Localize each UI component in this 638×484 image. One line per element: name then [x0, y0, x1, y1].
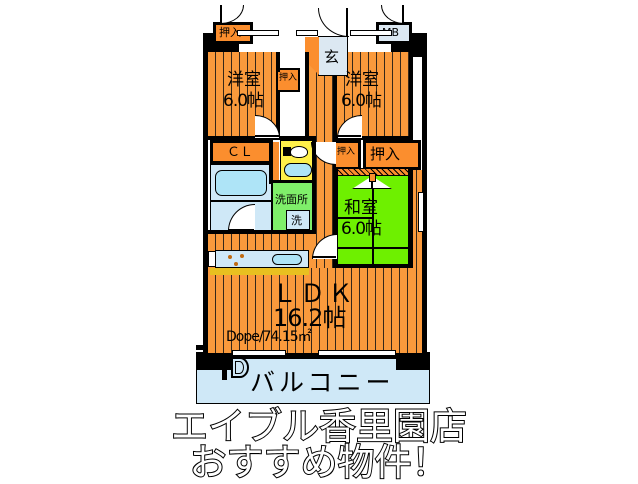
- oshiire-mid-left-fill: [336, 143, 358, 167]
- room-ldk-label: ＬＤＫ: [272, 279, 357, 308]
- window-bedroom-left: [237, 30, 279, 36]
- oshiire-hall-small-fill: [278, 70, 298, 90]
- oshiire-top-left-label: 押入: [219, 26, 241, 39]
- closet-cl-label: ＣＬ: [227, 145, 254, 160]
- interior-wall-wet-top: [208, 136, 316, 140]
- stove-burner-icon: [228, 255, 232, 259]
- bedroom-left-door-leaf: [255, 135, 279, 137]
- genkan-tile-floor: [318, 36, 348, 76]
- exterior-wall-bottom: [203, 353, 427, 358]
- fridge-slot: [208, 251, 216, 267]
- bathroom-divider-line: [210, 200, 272, 202]
- entrance-door-leaf: [346, 8, 348, 36]
- window-bedroom-right: [350, 30, 392, 36]
- room-ldk-size: 16.2帖: [273, 304, 346, 332]
- interior-wall-bedroom-left-side: [276, 52, 280, 72]
- laundry-box: [286, 210, 310, 230]
- bathtub: [215, 170, 267, 196]
- room-washitsu-size: 6.0帖: [341, 219, 382, 239]
- exterior-wall-right: [422, 33, 427, 358]
- interior-wall-washitsu-bottom: [333, 264, 413, 268]
- oshiire-mid-left-label: 押入: [337, 147, 356, 157]
- kitchen-base-cabinet: [210, 268, 309, 275]
- partition-strip-orange: [273, 142, 279, 180]
- stove-burner-icon: [240, 254, 244, 258]
- interior-wall-washitsu-left: [333, 170, 337, 268]
- interior-wall-bedroom-left-side-lower: [276, 92, 280, 140]
- interior-wall-bath-right: [269, 140, 273, 184]
- room-washitsu-name: 和室: [344, 198, 378, 218]
- interior-wall-bedroom-right-bottom: [337, 136, 409, 140]
- washroom-label: 洗面所: [275, 193, 308, 206]
- bedroom-right-door-leaf: [337, 135, 361, 137]
- window-genkan-top: [296, 30, 318, 36]
- closet-cl-fill: [213, 143, 269, 161]
- interior-wall-bedroom-right-side: [409, 52, 413, 140]
- kitchen-stove-area: [221, 252, 255, 266]
- window-washitsu-right: [418, 192, 424, 232]
- mb-fill: [379, 25, 409, 41]
- room-yoshitsu-left-name: 洋室: [227, 70, 261, 90]
- room-yoshitsu-left-floor: [208, 52, 280, 140]
- upper-void-left: [280, 52, 305, 68]
- room-yoshitsu-left-size: 6.0帖: [223, 91, 264, 111]
- oshiire-top-left-door-leaf: [220, 5, 222, 23]
- interior-wall-corridor-left: [305, 52, 309, 140]
- entrance-door-arc: [318, 8, 349, 37]
- promo-line-1: エイブル香里園店: [170, 405, 468, 448]
- laundry-label: 洗: [291, 214, 302, 227]
- toilet-fixture: [290, 146, 308, 158]
- oshiire-top-left-fill: [216, 25, 250, 41]
- tatami-seam-vertical: [372, 170, 374, 268]
- oshiire-right-label: 押入: [370, 145, 401, 163]
- room-yoshitsu-right-name: 洋室: [345, 70, 379, 90]
- exterior-notch-left: [196, 345, 208, 350]
- window-ldk-right: [318, 350, 396, 356]
- toilet-tank: [283, 147, 291, 156]
- tatami-seam-horizontal-lower: [337, 247, 409, 249]
- interior-wall-washitsu-right: [409, 170, 413, 268]
- upper-void-left-lower: [280, 92, 305, 140]
- balcony-label: バルコニー: [250, 368, 395, 397]
- oshiire-right-fill: [366, 143, 418, 167]
- room-ldk-floor: [208, 267, 422, 353]
- balcony-wall-left-stub: [222, 352, 227, 380]
- balcony-drain-inner-icon: [235, 361, 244, 374]
- interior-wall-wet-right: [312, 140, 316, 234]
- exterior-wall-left: [203, 33, 208, 358]
- room-yoshitsu-right-size: 6.0帖: [341, 91, 382, 111]
- interior-wall-wet-bottom: [208, 230, 316, 234]
- fusuma-center-knob: [369, 173, 376, 182]
- window-ldk-left: [232, 350, 286, 356]
- kitchen-sink: [272, 254, 302, 265]
- mb-door-leaf: [402, 5, 404, 23]
- ldk-door-leaf: [312, 256, 336, 258]
- tatami-seam-horizontal-upper: [337, 217, 373, 219]
- genkan-label: 玄: [324, 48, 340, 66]
- stove-burner-icon: [234, 262, 238, 266]
- interior-wall-washroom-top: [269, 180, 316, 183]
- room-ldk-area-note: Dope/74.15㎡: [226, 329, 312, 345]
- oshiire-hall-small-label: 押入: [279, 73, 298, 83]
- promo-line-2: おすすめ物件！: [189, 441, 450, 484]
- interior-wall-corridor-right: [333, 76, 337, 140]
- vanity-basin: [284, 163, 312, 177]
